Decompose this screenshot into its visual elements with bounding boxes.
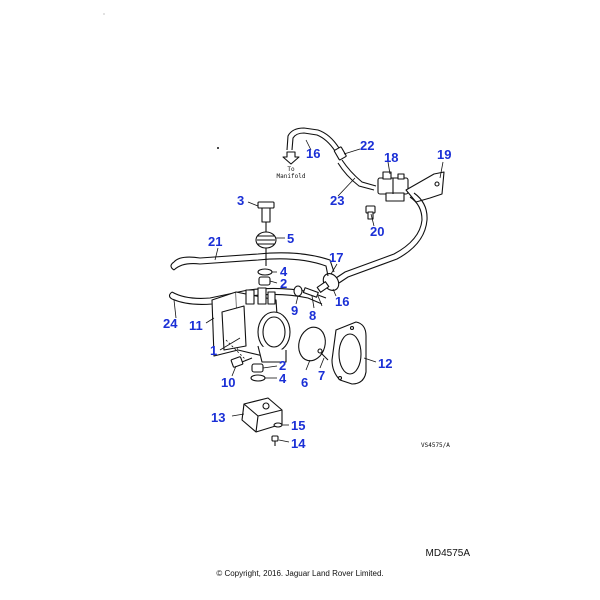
fitting-8 <box>302 287 323 307</box>
callout-4-upper: 4 <box>280 264 288 279</box>
callout-1: 1 <box>210 343 217 358</box>
screw-14 <box>271 435 279 446</box>
vacuum-hose-16-top <box>286 127 340 152</box>
callout-21: 21 <box>208 234 222 249</box>
throttle-body-11 <box>211 287 291 363</box>
callout-20: 20 <box>370 224 384 239</box>
callout-22: 22 <box>360 138 374 153</box>
solenoid-valve-18 <box>377 171 409 202</box>
callout-5: 5 <box>287 231 294 246</box>
callout-11: 11 <box>189 318 203 333</box>
callout-17: 17 <box>329 250 343 265</box>
callout-14: 14 <box>291 436 306 451</box>
spring-5 <box>255 231 277 266</box>
callout-13: 13 <box>211 410 225 425</box>
callout-16-top: 16 <box>306 146 320 161</box>
washer-15 <box>273 422 283 428</box>
speck <box>103 13 105 15</box>
gasket-12 <box>331 321 367 385</box>
screw-20 <box>365 205 376 220</box>
connector-22 <box>333 146 347 161</box>
bolt-10 <box>230 356 253 368</box>
callout-3: 3 <box>237 193 244 208</box>
callout-12: 12 <box>378 356 392 371</box>
callout-6: 6 <box>301 375 308 390</box>
vacuum-hose-16-lower <box>335 192 428 284</box>
callout-10: 10 <box>221 375 235 390</box>
hose-23 <box>337 159 377 191</box>
hose-21 <box>170 252 335 277</box>
callout-8: 8 <box>309 308 316 323</box>
callout-15: 15 <box>291 418 305 433</box>
washer-4-lower <box>250 374 266 382</box>
sensor-housing-13 <box>241 397 283 433</box>
check-valve-17 <box>316 273 340 293</box>
copyright-notice: © Copyright, 2016. Jaguar Land Rover Lim… <box>216 569 384 578</box>
manifold-arrow-icon <box>282 151 300 165</box>
drawing-code: MD4575A <box>425 548 470 559</box>
callout-19: 19 <box>437 147 451 162</box>
sensor-3 <box>257 201 275 232</box>
callout-16-lower: 16 <box>335 294 349 309</box>
throttle-disc-6 <box>298 326 326 362</box>
callout-23: 23 <box>330 193 344 208</box>
plug-9 <box>293 285 303 297</box>
nut-2-lower <box>251 363 264 373</box>
callout-2-upper: 2 <box>280 276 287 291</box>
callout-9: 9 <box>291 303 298 318</box>
bracket-19 <box>405 171 445 203</box>
nut-2-upper <box>258 276 271 286</box>
leader-lines <box>173 139 444 443</box>
manifold-note-line2: Manifold <box>277 173 306 180</box>
callout-2-lower: 2 <box>279 358 286 373</box>
callout-7: 7 <box>318 368 325 383</box>
screw-7 <box>317 348 329 361</box>
callout-24: 24 <box>163 316 178 331</box>
view-code: VS4575/A <box>421 442 450 449</box>
callout-4-lower: 4 <box>279 371 287 386</box>
speck <box>217 147 219 149</box>
manifold-note-line1: To <box>287 166 295 173</box>
washer-4-upper <box>257 268 273 276</box>
callout-18: 18 <box>384 150 398 165</box>
